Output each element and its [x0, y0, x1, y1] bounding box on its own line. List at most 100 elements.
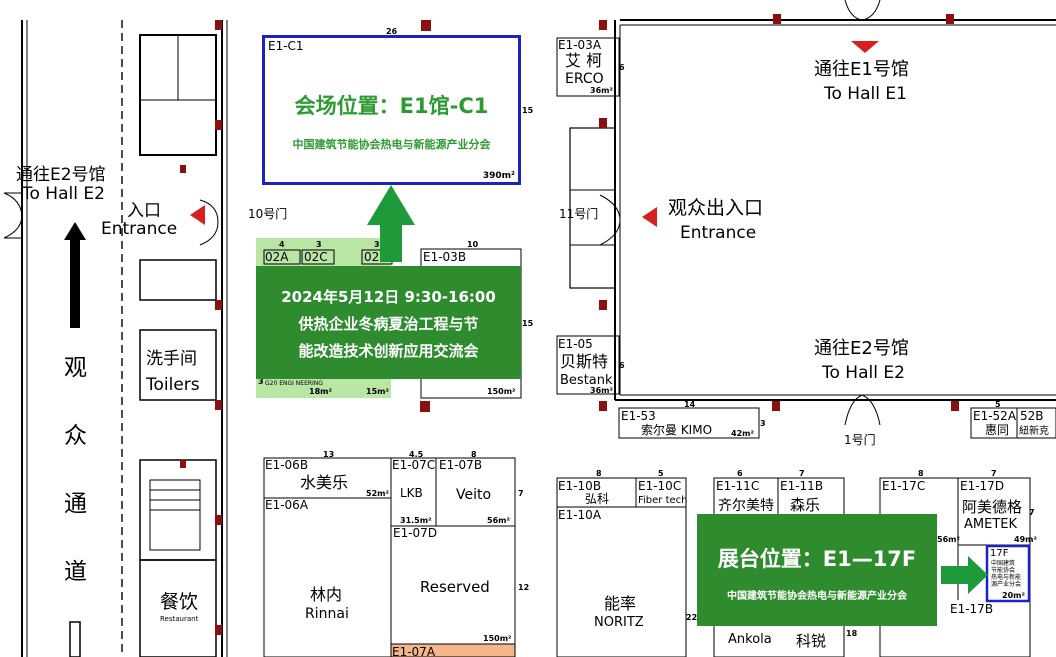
booth-code: 02C: [304, 250, 328, 264]
booth-name: LKB: [400, 486, 423, 500]
hall-e2-right-en: To Hall E2: [821, 363, 905, 383]
dining-cn: 餐饮: [160, 591, 198, 613]
dim-label: 7: [1029, 508, 1035, 517]
booth-name: NORITZ: [594, 615, 644, 630]
booth-name: G20 ENGI NEERING: [265, 380, 323, 387]
booth-code: E1-10B: [558, 479, 601, 493]
booth-area: 150m²: [487, 387, 516, 396]
entrance-left-en: Entrance: [101, 219, 177, 239]
dim-label: 26: [386, 27, 398, 36]
toilets-cn: 洗手间: [146, 349, 197, 369]
booth-location-callout[interactable]: 展台位置：E1—17F 中国建筑节能协会热电与新能源产业分会: [697, 514, 937, 626]
hall-e2-right-cn: 通往E2号馆: [814, 338, 909, 359]
booth-code: E1-05: [558, 337, 593, 351]
aisle-char: 通: [64, 491, 87, 517]
booth-17f-line: 源产业分会: [991, 580, 1021, 588]
dim-label: 5: [658, 469, 664, 478]
dim-label: 6: [737, 469, 743, 478]
hall-e1-cn: 通往E1号馆: [814, 59, 909, 80]
venue-title: 会场位置：E1馆-C1: [294, 94, 489, 118]
gate-11: 11号门: [559, 206, 598, 221]
hall-e2-left-en: To Hall E2: [21, 184, 105, 204]
booth-name: 齐尔美特: [718, 498, 774, 514]
booth-17f-line: 节能协会: [991, 566, 1015, 574]
dim-label: 3: [316, 240, 322, 249]
booth-area: 56m²: [487, 516, 510, 525]
booth-code: E1-52A: [973, 409, 1017, 423]
audience-entrance-cn: 观众出入口: [668, 197, 763, 219]
booth-name: 水美乐: [300, 473, 348, 492]
booth-17f[interactable]: 17F 中国建筑 节能协会 热电与新能 源产业分会 20m²: [990, 548, 1025, 600]
entrance-left-cn: 入口: [127, 201, 161, 221]
booth-name: 科锐: [796, 632, 826, 650]
dim-label: 7: [799, 469, 805, 478]
dim-label: 22: [686, 613, 697, 622]
booth-code: E1-10C: [638, 479, 681, 493]
hall-e2-left-cn: 通往E2号馆: [16, 165, 106, 185]
booth-code: E1-17D: [960, 479, 1004, 493]
hall-e1-arrow-icon: [851, 41, 879, 53]
dim-label: 3: [374, 240, 380, 249]
hall-walls: [569, 19, 1056, 401]
venue-location-box[interactable]: E1-C1 会场位置：E1馆-C1 中国建筑节能协会热电与新能源产业分会 390…: [262, 35, 521, 185]
aisle-char: 道: [64, 559, 87, 585]
booth-code: E1-07C: [392, 458, 435, 472]
booth-callout-title: 展台位置：E1—17F: [717, 547, 917, 571]
dim-label: 3: [760, 419, 766, 428]
aisle-char: 众: [64, 423, 87, 449]
booth-code: E1-17B: [950, 602, 993, 616]
booth-code: E1-06B: [265, 458, 308, 472]
dim-label: 3: [258, 377, 264, 386]
dim-label: 6: [619, 361, 625, 370]
booth-name: 林内: [310, 585, 342, 604]
booth-code: E1-07A: [392, 645, 436, 657]
booth-area: 36m²: [590, 86, 613, 95]
booth-code: E1-10A: [558, 508, 602, 522]
dim-label: 7: [991, 469, 997, 478]
dim-label: 8: [918, 469, 924, 478]
venue-org: 中国建筑节能协会热电与新能源产业分会: [292, 138, 491, 151]
venue-code: E1-C1: [268, 39, 304, 53]
venue-area: 390m²: [482, 171, 515, 181]
hall-e1-en: To Hall E1: [823, 84, 907, 104]
green-up-arrow-icon: [367, 185, 415, 262]
booth-17f-line: 中国建筑: [991, 559, 1015, 567]
booth-name: 森乐: [790, 496, 820, 514]
dim-label: 15: [522, 106, 534, 115]
booth-area: 18m²: [309, 387, 332, 396]
event-title-line1: 供热企业冬病夏治工程与节: [298, 315, 479, 333]
aisle-char: 观: [64, 355, 87, 381]
booth-code: E1-17C: [882, 479, 925, 493]
aisle-label: 观 众 通 道: [64, 355, 87, 585]
booth-name: 阿美德格: [962, 498, 1022, 516]
booth-17f-line: 热电与新能: [991, 573, 1021, 581]
dim-label: 8: [596, 469, 602, 478]
entrance-arrow-right-icon: [642, 207, 657, 227]
toilets-en: Toilers: [145, 375, 200, 395]
event-banner: 2024年5月12日 9:30-16:00 供热企业冬病夏治工程与节 能改造技术…: [256, 266, 521, 379]
gate-10: 10号门: [248, 206, 287, 221]
booth-area: 150m²: [483, 634, 512, 643]
booth-callout-org: 中国建筑节能协会热电与新能源产业分会: [727, 591, 907, 602]
dim-label: 5: [995, 400, 1001, 409]
dim-label: 4: [279, 240, 285, 249]
entrance-arrow-left-icon: [190, 205, 205, 225]
booth-name: Fiber tech: [638, 495, 688, 506]
booth-17f-code: 17F: [990, 548, 1009, 559]
columns: [180, 14, 959, 635]
booth-name: 艾 柯: [565, 51, 602, 70]
booth-code: E1-53: [621, 409, 656, 423]
dim-label: 18: [846, 629, 858, 638]
booth-code: E1-03B: [423, 250, 466, 264]
booth-name: 能率: [604, 594, 636, 613]
booth-name: Veito: [456, 487, 491, 503]
booth-17f-border: [985, 544, 1031, 603]
event-date: 2024年5月12日 9:30-16:00: [281, 288, 496, 306]
booth-code: E1-06A: [265, 498, 309, 512]
dim-label: 12: [518, 583, 529, 592]
booth-name: 贝斯特: [560, 352, 608, 371]
booth-name: Bestank: [560, 373, 613, 388]
booth-area: 56m²: [937, 535, 960, 544]
booth-area: 36m²: [590, 386, 613, 395]
dim-label: 6: [619, 63, 625, 72]
